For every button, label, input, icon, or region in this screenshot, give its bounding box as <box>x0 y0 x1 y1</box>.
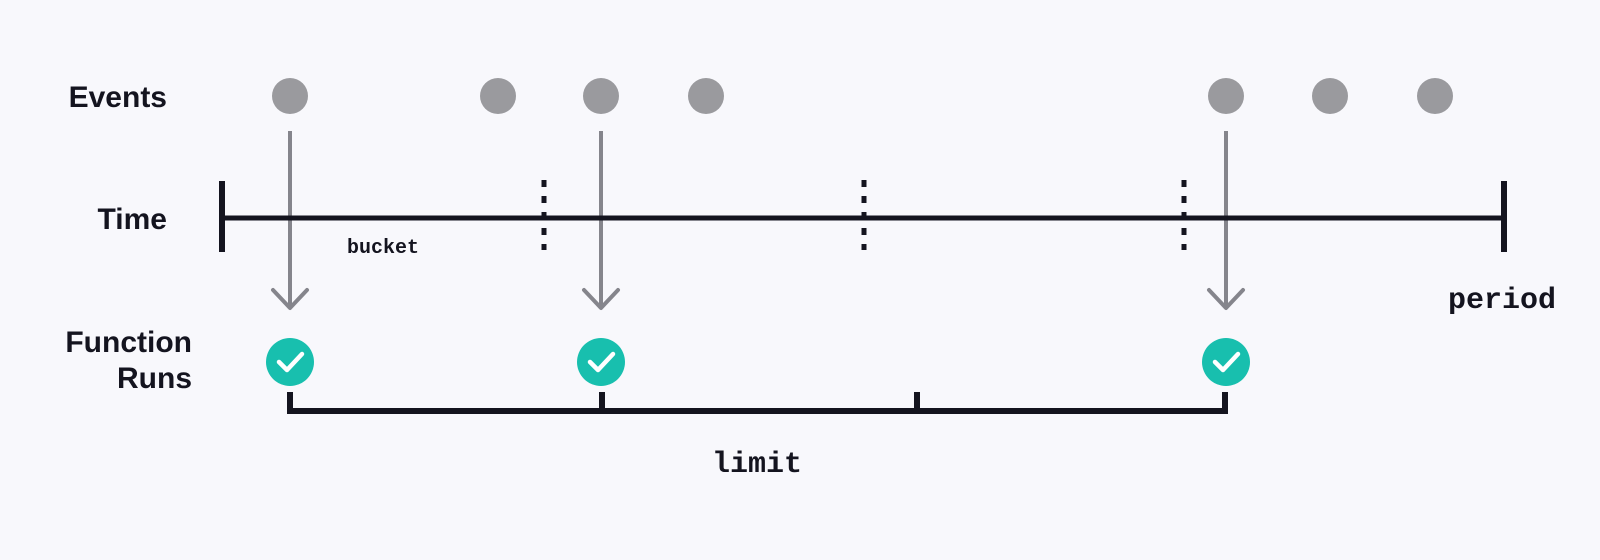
limit-bracket <box>287 392 1228 414</box>
bucket-label: bucket <box>347 237 419 260</box>
limit-label: limit <box>712 448 802 482</box>
event-dot <box>1417 78 1453 114</box>
event-dot <box>480 78 516 114</box>
function-runs-row-label-line1: Function <box>65 326 192 359</box>
period-label: period <box>1448 284 1556 318</box>
time-row-label: Time <box>98 203 167 236</box>
events-row-label: Events <box>69 81 167 114</box>
event-dot <box>688 78 724 114</box>
function-runs-row-label-line2: Runs <box>117 362 192 395</box>
event-dot <box>1312 78 1348 114</box>
event-dot <box>1208 78 1244 114</box>
function-run-success-icon <box>266 338 314 386</box>
function-run-success-icon <box>577 338 625 386</box>
event-dot <box>583 78 619 114</box>
event-dot <box>272 78 308 114</box>
function-run-success-icon <box>1202 338 1250 386</box>
